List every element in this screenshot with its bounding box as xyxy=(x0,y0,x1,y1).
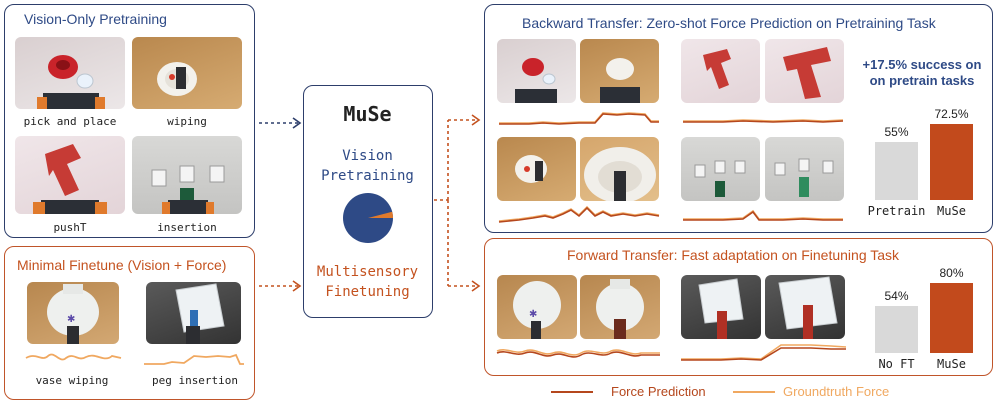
muse-panel: MuSe Vision Pretraining Multisensory Fin… xyxy=(303,85,433,318)
svg-text:✱: ✱ xyxy=(529,309,537,320)
backward-bar-chart: 55% Pretrain 72.5% MuSe xyxy=(868,105,983,220)
wiping-scene xyxy=(157,62,197,96)
forward-bar-label: No FT xyxy=(878,357,915,371)
task-label-vase-wiping: vase wiping xyxy=(35,374,109,387)
backward-pusht-frame-1 xyxy=(681,39,760,103)
vase-wiping-force-curve xyxy=(25,353,122,361)
vase-wiping-image: ✱ xyxy=(27,282,119,344)
minimal-finetune-panel: Minimal Finetune (Vision + Force) ✱ vase… xyxy=(4,246,255,400)
backward-bar-pretrain xyxy=(875,142,918,200)
forward-peg-frame-1 xyxy=(681,275,761,339)
backward-highlight-text: +17.5% success on on pretrain tasks xyxy=(862,57,982,88)
forward-transfer-title: Forward Transfer: Fast adaptation on Fin… xyxy=(567,247,900,263)
forward-transfer-panel: Forward Transfer: Fast adaptation on Fin… xyxy=(484,238,993,376)
backward-wiping-force-curve xyxy=(498,205,660,223)
muse-title: MuSe xyxy=(343,102,392,126)
backward-insertion-frame-1 xyxy=(681,137,760,201)
backward-bar-label: MuSe xyxy=(937,204,966,218)
svg-text:✱: ✱ xyxy=(67,314,75,325)
arrow-finetune-to-muse xyxy=(259,280,302,292)
vision-only-panel: Vision-Only Pretraining pick and place w… xyxy=(4,4,255,238)
pick-and-place-image xyxy=(15,37,125,109)
backward-pick-force-curve xyxy=(499,112,659,125)
legend-force-prediction: Force Prediction xyxy=(611,384,706,399)
forward-bar-value: 80% xyxy=(939,266,964,280)
muse-stage-vision-pretraining: Vision Pretraining xyxy=(321,148,414,184)
task-label-pick-and-place: pick and place xyxy=(23,115,117,128)
forward-vase-frame-1: ✱ xyxy=(497,275,577,339)
forward-bar-value: 54% xyxy=(884,289,909,303)
forward-bar-label: MuSe xyxy=(937,357,966,371)
peg-insertion-image xyxy=(146,282,241,344)
muse-stage-multisensory-finetuning: Multisensory Finetuning xyxy=(316,264,419,300)
backward-wiping-frame-2 xyxy=(580,137,659,201)
backward-transfer-panel: Backward Transfer: Zero-shot Force Predi… xyxy=(484,4,993,233)
backward-insertion-frame-2 xyxy=(765,137,844,201)
minimal-finetune-title: Minimal Finetune (Vision + Force) xyxy=(17,257,227,273)
wiping-image xyxy=(132,37,242,109)
legend-groundtruth-line xyxy=(733,391,775,393)
forward-bar-no-ft xyxy=(875,306,918,353)
insertion-scene xyxy=(151,165,225,214)
task-label-peg-insertion: peg insertion xyxy=(151,374,239,387)
vase-wiping-scene: ✱ xyxy=(47,284,99,344)
forward-vase-frame-2 xyxy=(580,275,660,339)
backward-bar-value: 72.5% xyxy=(934,107,969,121)
forward-vase-force-curve xyxy=(496,349,660,358)
backward-wiping-frame-1 xyxy=(497,137,576,201)
backward-pusht-frame-2 xyxy=(765,39,844,103)
insertion-image xyxy=(132,136,242,214)
vision-only-title: Vision-Only Pretraining xyxy=(24,11,167,27)
backward-insertion-force-curve xyxy=(683,209,843,221)
forward-bar-muse xyxy=(930,283,973,353)
pusht-scene xyxy=(33,144,107,214)
arrows-muse-to-transfer xyxy=(434,114,481,292)
backward-pick-frame-1 xyxy=(497,39,576,103)
backward-pusht-force-curve xyxy=(683,119,844,123)
task-label-wiping: wiping xyxy=(167,115,207,128)
pie-slice-finetune xyxy=(368,211,393,218)
peg-insertion-force-curve xyxy=(144,353,244,365)
peg-insertion-scene xyxy=(175,283,225,344)
forward-bar-chart: 54% No FT 80% MuSe xyxy=(873,261,983,373)
task-label-insertion: insertion xyxy=(157,221,217,234)
pick-and-place-scene xyxy=(37,55,105,109)
legend-force-prediction-line xyxy=(551,391,593,393)
backward-transfer-title: Backward Transfer: Zero-shot Force Predi… xyxy=(522,15,936,31)
arrow-pretrain-to-muse xyxy=(259,117,302,129)
backward-bar-label: Pretrain xyxy=(867,204,926,218)
forward-peg-frame-2 xyxy=(765,275,845,339)
backward-bar-value: 55% xyxy=(884,125,909,139)
backward-bar-muse xyxy=(930,124,973,200)
pusht-image xyxy=(15,136,125,214)
legend-groundtruth: Groundtruth Force xyxy=(783,384,890,399)
forward-peg-force-curve xyxy=(681,344,847,361)
backward-pick-frame-2 xyxy=(580,39,659,103)
task-label-pusht: pushT xyxy=(53,221,87,234)
muse-pie-chart xyxy=(343,193,393,243)
